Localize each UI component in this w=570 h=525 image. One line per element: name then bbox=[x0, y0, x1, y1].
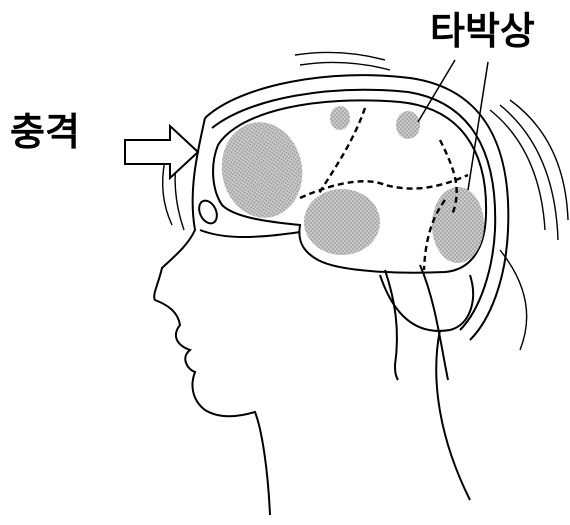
contusion-parietal bbox=[396, 111, 420, 139]
brain bbox=[213, 100, 486, 272]
arrow-right-icon bbox=[125, 126, 198, 178]
contusion-occipital bbox=[432, 187, 484, 263]
contusion-label: 타박상 bbox=[430, 9, 535, 53]
head-outline bbox=[154, 75, 508, 515]
contusion-temporal bbox=[304, 189, 380, 255]
impact-label: 충격 bbox=[10, 110, 80, 154]
contusion-parietal-small bbox=[330, 106, 350, 130]
contusion-spots bbox=[214, 106, 484, 263]
